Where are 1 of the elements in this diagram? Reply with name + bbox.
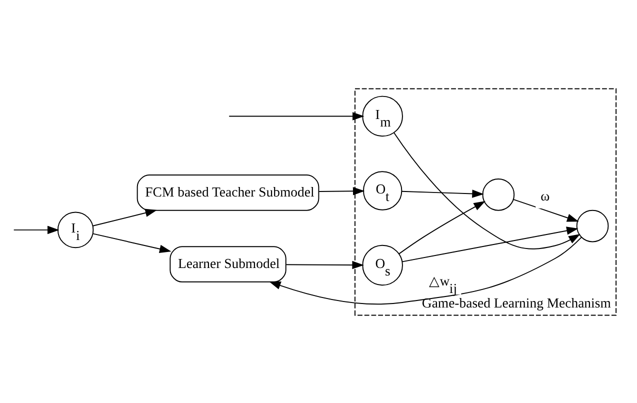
edge-label: ω bbox=[540, 188, 550, 203]
